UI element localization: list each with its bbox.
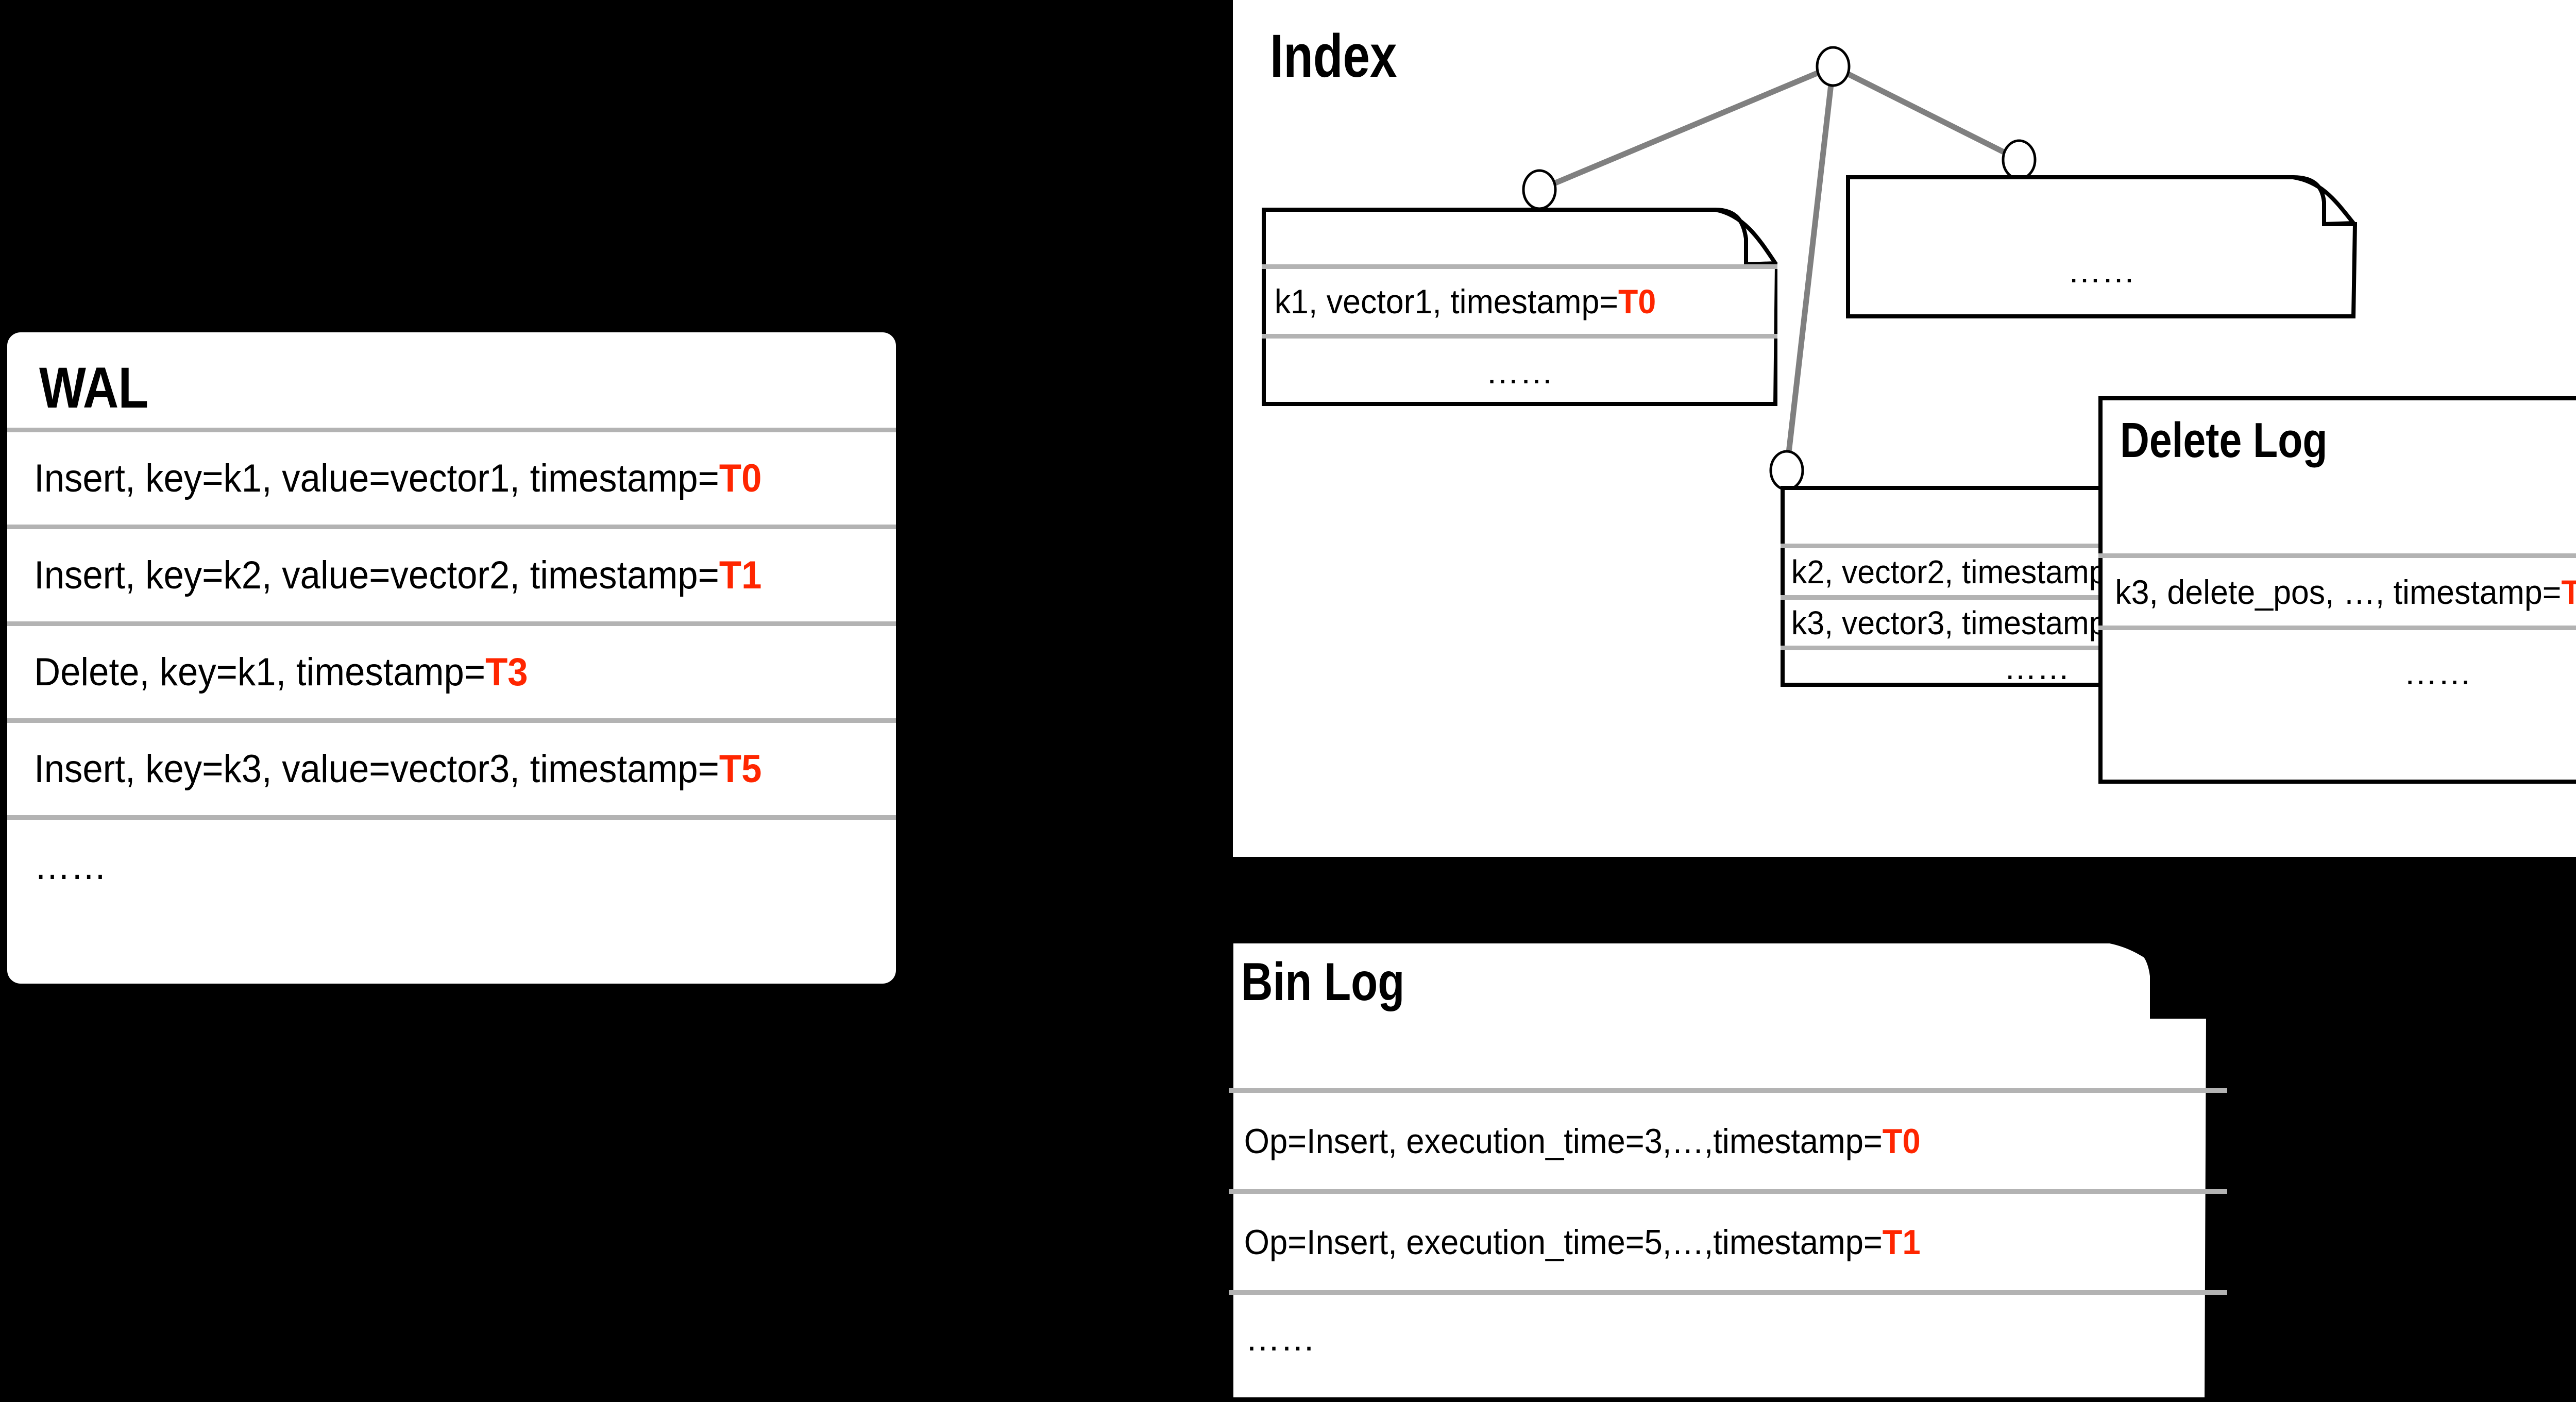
document-shape: [1229, 939, 2213, 1402]
delete-log-title: Delete Log: [2120, 413, 2328, 468]
index-title: Index: [1270, 22, 1397, 90]
index-tree: [1522, 46, 2037, 491]
tree-edges: [1538, 63, 2021, 471]
tree-node-left: [1522, 169, 1557, 210]
tree-nodes: [1522, 46, 2037, 491]
wal-row-text: ……: [34, 844, 107, 888]
bin-log-row-text: ……: [1245, 1319, 1315, 1358]
wal-row-list: Insert, key=k1, value=vector1, timestamp…: [7, 428, 896, 912]
tree-node-root: [1816, 46, 1851, 87]
wal-row-text: Insert, key=k1, value=vector1, timestamp…: [34, 457, 719, 500]
card-row: k3, delete_pos, …, timestamp=T3: [2098, 553, 2576, 626]
bin-log-row: Op=Insert, execution_time=5,…,timestamp=…: [1229, 1189, 2227, 1290]
wal-row: Delete, key=k1, timestamp=T3: [7, 621, 896, 718]
wal-row-timestamp: T3: [485, 650, 528, 694]
card-row-ellipsis: ……: [2098, 626, 2576, 782]
wal-row-text: Insert, key=k3, value=vector3, timestamp…: [34, 747, 719, 791]
wal-row-timestamp: T0: [719, 457, 762, 500]
tree-node-right: [2002, 139, 2037, 180]
wal-row-timestamp: T1: [719, 553, 762, 597]
card-row-ellipsis: ……: [1781, 646, 2293, 686]
wal-row: Insert, key=k1, value=vector1, timestamp…: [7, 428, 896, 525]
index-leaf-card-ellipsis: ……: [1846, 175, 2357, 318]
card-row: k1, vector1, timestamp=T0: [1262, 264, 1777, 334]
document-shape: [2098, 396, 2576, 784]
bin-log-row-text: Op=Insert, execution_time=5,…,timestamp=: [1244, 1222, 1883, 1262]
bin-log-row-timestamp: T1: [1882, 1222, 1921, 1262]
document-shape: [1846, 175, 2357, 318]
bin-log-row-ellipsis: ……: [1229, 1290, 2227, 1400]
card-row-text: k1, vector1, timestamp=: [1274, 282, 1619, 320]
wal-row-timestamp: T5: [719, 747, 762, 791]
wal-row-ellipsis: ……: [7, 815, 896, 912]
tree-node-bottom: [1769, 450, 1804, 491]
card-row-ellipsis: ……: [1262, 334, 1777, 404]
bin-log-row: Op=Insert, execution_time=3,…,timestamp=…: [1229, 1088, 2227, 1189]
delete-log-card: Delete Log k3, delete_pos, …, timestamp=…: [2098, 396, 2576, 784]
index-leaf-card-k1: k1, vector1, timestamp=T0 ……: [1262, 208, 1777, 406]
wal-panel: WAL Insert, key=k1, value=vector1, times…: [7, 332, 896, 984]
wal-row-text: Delete, key=k1, timestamp=: [34, 650, 486, 694]
wal-row-text: Insert, key=k2, value=vector2, timestamp…: [34, 553, 719, 597]
bin-log-row-timestamp: T0: [1882, 1121, 1921, 1161]
card-row-text: ……: [1485, 352, 1554, 391]
tree-edge-root-right: [1832, 64, 2021, 162]
bin-log-row-text: Op=Insert, execution_time=3,…,timestamp=: [1244, 1121, 1883, 1161]
card-row: k2, vector2, timestamp=T1: [1781, 544, 2293, 595]
card-row-text: k3, vector3, timestamp=: [1791, 604, 2125, 641]
wal-row: Insert, key=k3, value=vector3, timestamp…: [7, 718, 896, 815]
index-panel: Index k1, vector1, timestamp=T0 ……: [1233, 0, 2576, 857]
bin-log-title: Bin Log: [1241, 952, 1405, 1012]
card-row-text: ……: [2004, 649, 2070, 686]
wal-title: WAL: [39, 356, 148, 420]
tree-edge-root-left: [1538, 63, 1835, 193]
card-row-timestamp: T3: [2561, 573, 2576, 611]
card-row-text: ……: [2067, 251, 2136, 290]
card-row-text: k3, delete_pos, …, timestamp=: [2115, 572, 2562, 611]
card-row-text: ……: [2403, 653, 2472, 691]
bin-log-card: Bin Log Op=Insert, execution_time=3,…,ti…: [1229, 939, 2227, 1402]
card-row-timestamp: T0: [1618, 282, 1656, 320]
tree-edge-root-bottom: [1784, 66, 1836, 471]
card-row-text: k2, vector2, timestamp=: [1791, 553, 2125, 590]
wal-row: Insert, key=k2, value=vector2, timestamp…: [7, 525, 896, 621]
card-row-ellipsis: ……: [1846, 224, 2357, 317]
